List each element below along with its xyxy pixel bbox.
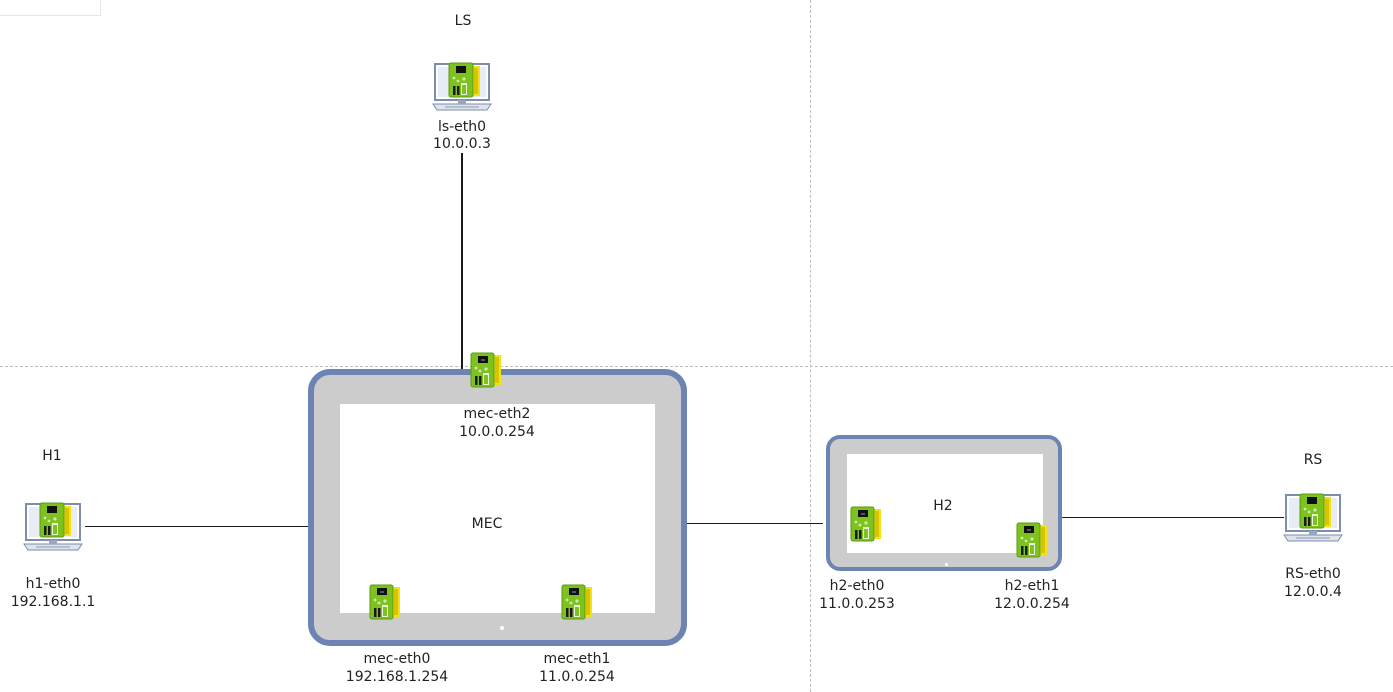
node-rs-ip: 12.0.0.4 [1284, 584, 1342, 600]
device-h2[interactable] [826, 435, 1062, 571]
node-ls-iface: ls-eth0 [437, 119, 487, 135]
node-ls-ip: 10.0.0.3 [433, 136, 491, 152]
computer-icon[interactable] [1282, 491, 1344, 543]
link-h1-mec[interactable] [85, 526, 308, 527]
mec-eth2-ip: 10.0.0.254 [459, 424, 535, 440]
network-card-icon[interactable] [368, 583, 402, 621]
node-rs-name: RS [1303, 452, 1323, 468]
h2-eth0-iface: h2-eth0 [829, 578, 885, 594]
device-h2-dot [945, 563, 948, 566]
h2-eth1-ip: 12.0.0.254 [994, 596, 1070, 612]
toolbar-stub [0, 0, 101, 16]
link-mec-h2[interactable] [686, 523, 823, 524]
computer-icon[interactable] [431, 60, 493, 112]
h2-eth1-iface: h2-eth1 [1004, 578, 1060, 594]
network-card-icon[interactable] [1015, 521, 1049, 559]
network-card-icon[interactable] [560, 583, 594, 621]
node-h1-name: H1 [42, 448, 62, 464]
node-h1-iface: h1-eth0 [25, 576, 81, 592]
node-rs-iface: RS-eth0 [1285, 566, 1341, 582]
device-mec-panel [340, 404, 655, 613]
mec-eth1-iface: mec-eth1 [543, 651, 611, 667]
device-mec-name: MEC [471, 516, 503, 532]
node-h1-ip: 192.168.1.1 [10, 594, 96, 610]
node-ls-name: LS [454, 13, 472, 29]
device-mec-dot [500, 626, 504, 630]
mec-eth0-iface: mec-eth0 [363, 651, 431, 667]
mec-eth0-ip: 192.168.1.254 [345, 669, 449, 685]
mec-eth2-iface: mec-eth2 [463, 406, 531, 422]
grid-line-horizontal [0, 366, 1393, 367]
link-h2-rs[interactable] [1061, 517, 1284, 518]
mec-eth1-ip: 11.0.0.254 [539, 669, 615, 685]
device-h2-name: H2 [933, 498, 953, 514]
grid-line-vertical [810, 0, 811, 692]
network-card-icon[interactable] [849, 505, 883, 543]
computer-icon[interactable] [22, 500, 84, 552]
network-card-icon[interactable] [469, 351, 503, 389]
link-ls-mec[interactable] [461, 153, 463, 373]
h2-eth0-ip: 11.0.0.253 [819, 596, 895, 612]
